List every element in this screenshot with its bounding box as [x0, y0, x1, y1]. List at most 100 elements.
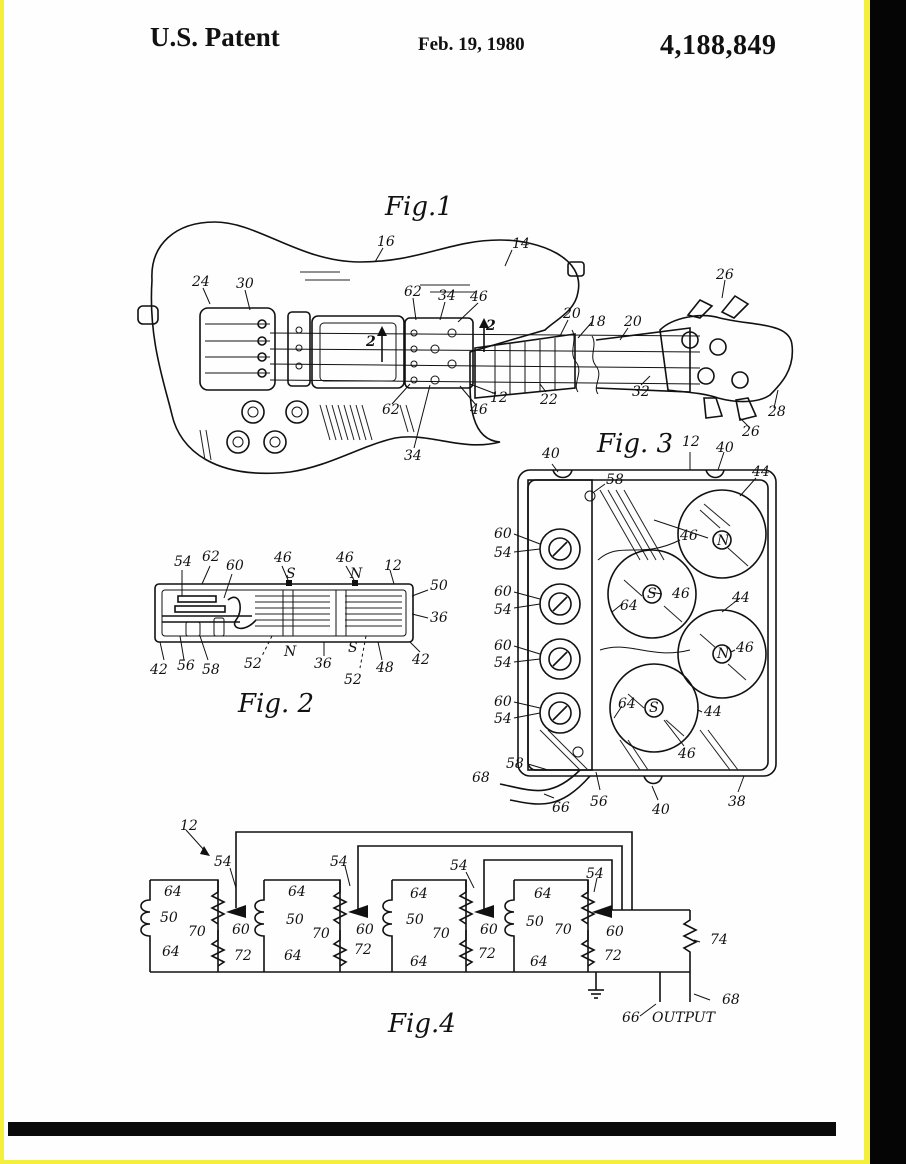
label-64c: 64 [164, 884, 182, 900]
label-62: 62 [404, 284, 422, 300]
label-58b: 58 [606, 472, 624, 488]
label-54: 54 [174, 554, 192, 570]
label-46c: 46 [273, 550, 292, 566]
label-62b: 62 [382, 402, 400, 418]
label-12: 12 [490, 390, 508, 406]
fig2-section-drawing: Fig. 2 [149, 549, 448, 719]
fig1-title: Fig.1 [384, 192, 453, 222]
fig2-title: Fig. 2 [237, 689, 314, 719]
label-64f: 64 [534, 886, 552, 902]
pole-n-top: N [349, 566, 363, 582]
label-72d: 72 [604, 948, 622, 964]
label-28: 28 [767, 404, 786, 420]
label-54i: 54 [586, 866, 604, 882]
label-16: 16 [377, 234, 395, 250]
label-60b: 60 [494, 526, 512, 542]
section-2-right: 2 [485, 318, 496, 334]
label-38: 38 [728, 794, 746, 810]
label-64d: 64 [288, 884, 306, 900]
fig3-title: Fig. 3 [596, 429, 673, 459]
label-50b: 50 [160, 910, 178, 926]
headstock [659, 314, 794, 403]
magnet-pole-s2: S [649, 700, 659, 716]
fig3-reference-labels: 40 12 40 58 44 60 54 60 54 60 54 60 54 4… [472, 434, 770, 818]
label-64i: 64 [410, 954, 428, 970]
patent-header-title: U.S. Patent [150, 22, 280, 52]
label-60d: 60 [494, 638, 512, 654]
label-62c: 62 [202, 549, 220, 565]
label-24: 24 [191, 274, 210, 290]
fig3-pickup-assembly: Fig. 3 [472, 429, 777, 818]
fig3-outer-case [517, 469, 777, 777]
pole-s-top: S [286, 566, 296, 582]
patent-header-date: Feb. 19, 1980 [418, 34, 525, 55]
circuit-stages [140, 879, 612, 972]
label-46d: 46 [335, 550, 354, 566]
label-60f: 60 [232, 922, 250, 938]
label-64: 64 [620, 598, 638, 614]
label-12c: 12 [682, 434, 700, 450]
label-12b: 12 [384, 558, 402, 574]
label-60i: 60 [606, 924, 624, 940]
label-68: 68 [472, 770, 490, 786]
label-64j: 64 [530, 954, 548, 970]
label-72: 72 [234, 948, 252, 964]
magnet-pole-n1: N [716, 533, 730, 549]
label-40b: 40 [715, 440, 734, 456]
label-64h: 64 [284, 948, 302, 964]
label-34: 34 [438, 288, 456, 304]
label-60: 60 [226, 558, 244, 574]
label-54e: 54 [494, 711, 512, 727]
label-60e: 60 [494, 694, 512, 710]
pickup-assembly [404, 317, 474, 389]
section-2-left: 2 [365, 334, 376, 350]
label-54b: 54 [494, 545, 512, 561]
label-44c: 44 [703, 704, 722, 720]
label-46h: 46 [677, 746, 696, 762]
label-36b: 36 [314, 656, 332, 672]
label-44: 44 [751, 464, 770, 480]
label-42b: 42 [411, 652, 430, 668]
label-36: 36 [430, 610, 448, 626]
label-56b: 56 [590, 794, 608, 810]
label-70d: 70 [554, 922, 572, 938]
label-50c: 50 [286, 912, 304, 928]
label-54d: 54 [494, 655, 512, 671]
fig4-title: Fig.4 [387, 1009, 456, 1039]
label-20: 20 [562, 306, 581, 322]
label-60g: 60 [356, 922, 374, 938]
label-56: 56 [177, 658, 195, 674]
fig4-circuit-schematic: Fig.4 [140, 818, 740, 1039]
label-46f: 46 [671, 586, 690, 602]
label-72c: 72 [478, 946, 496, 962]
guitar-neck [474, 333, 576, 399]
label-40c: 40 [651, 802, 670, 818]
label-32: 32 [632, 384, 650, 400]
pickup-magnets [607, 489, 767, 753]
fig2-reference-labels: 54 62 60 46 46 12 S N 50 36 42 56 58 52 … [149, 549, 448, 688]
label-26: 26 [715, 267, 734, 283]
label-58c: 58 [506, 756, 524, 772]
label-54c: 54 [494, 602, 512, 618]
fig1-guitar-drawing: Fig.1 [137, 192, 794, 474]
label-20b: 20 [623, 314, 642, 330]
label-50d: 50 [406, 912, 424, 928]
label-40: 40 [541, 446, 560, 462]
fig4-reference-labels: 12 54 54 54 54 64 64 64 64 50 50 50 50 7… [160, 818, 740, 1026]
patent-header-number: 4,188,849 [660, 30, 777, 61]
label-26b: 26 [741, 424, 760, 440]
label-64g: 64 [162, 944, 180, 960]
label-12d: 12 [180, 818, 198, 834]
label-54h: 54 [450, 858, 468, 874]
label-60h: 60 [480, 922, 498, 938]
adjacent-page-strip [870, 0, 906, 1164]
bottom-rule [8, 1122, 836, 1136]
label-44b: 44 [731, 590, 750, 606]
label-66: 66 [552, 800, 570, 816]
adjustment-screws [539, 528, 581, 734]
pickup-housing-section [154, 583, 414, 643]
label-70: 70 [188, 924, 206, 940]
pickup-window [311, 315, 405, 389]
label-50: 50 [430, 578, 448, 594]
